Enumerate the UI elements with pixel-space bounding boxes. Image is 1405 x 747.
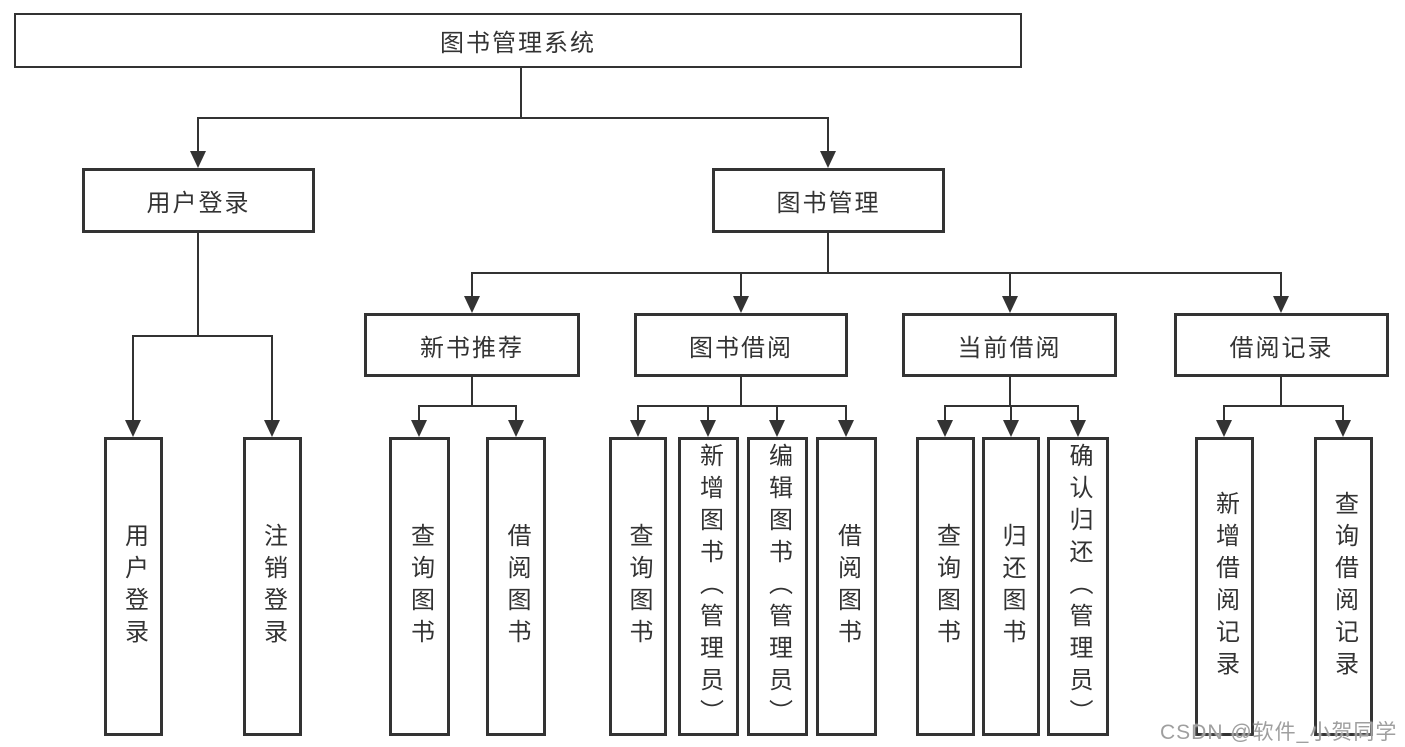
leaf-borrow-book-recommend: 借阅图书 xyxy=(486,437,546,736)
node-book-management: 图书管理 xyxy=(712,168,945,233)
leaf-return-book: 归还图书 xyxy=(982,437,1040,736)
arrowheads xyxy=(125,151,1351,437)
leaf-confirm-return-admin: 确认归还（管理员） xyxy=(1047,437,1109,736)
leaf-query-book-current: 查询图书 xyxy=(916,437,975,736)
leaf-query-book-borrowing: 查询图书 xyxy=(609,437,667,736)
leaf-query-borrow-record: 查询借阅记录 xyxy=(1314,437,1373,736)
leaf-borrow-book-borrowing: 借阅图书 xyxy=(816,437,877,736)
leaf-user-login: 用户登录 xyxy=(104,437,163,736)
node-borrowing-records: 借阅记录 xyxy=(1174,313,1389,377)
leaf-add-book-admin: 新增图书（管理员） xyxy=(678,437,739,736)
leaf-logout: 注销登录 xyxy=(243,437,302,736)
node-book-borrowing: 图书借阅 xyxy=(634,313,848,377)
node-current-borrowing: 当前借阅 xyxy=(902,313,1117,377)
leaf-query-book-recommend: 查询图书 xyxy=(389,437,450,736)
node-new-book-recommend: 新书推荐 xyxy=(364,313,580,377)
csdn-watermark: CSDN @软件_小贺同学 xyxy=(1160,721,1398,744)
node-user-login: 用户登录 xyxy=(82,168,315,233)
node-library-management-system: 图书管理系统 xyxy=(14,13,1022,68)
leaf-add-borrow-record: 新增借阅记录 xyxy=(1195,437,1254,736)
leaf-edit-book-admin: 编辑图书（管理员） xyxy=(747,437,808,736)
